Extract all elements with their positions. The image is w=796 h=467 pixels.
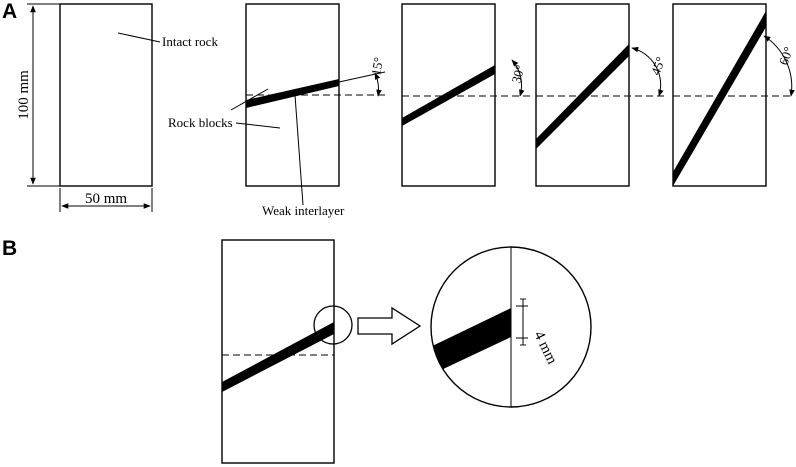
height-dimension-label: 100 mm (16, 70, 32, 120)
detail-circle-marker (313, 305, 353, 345)
magnified-weak-interlayer (431, 308, 511, 380)
angle-arc-60 (763, 35, 795, 97)
specimen-15deg: 15° Rock blocks Weak interlayer (168, 3, 386, 218)
rock-blocks-label: Rock blocks (168, 115, 233, 130)
angle-label-15: 15° (368, 56, 386, 77)
angle-arc-30 (511, 59, 525, 97)
intact-rock-specimen (59, 3, 153, 187)
weak-interlayer-60 (673, 11, 766, 186)
angle-label-45: 45° (648, 55, 668, 77)
panel-label-b: B (2, 237, 17, 260)
intact-rock-leader (117, 32, 161, 43)
intact-rock-label: Intact rock (162, 34, 218, 49)
specimen-intact: Intact rock 100 mm 50 mm (16, 3, 218, 212)
rock-blocks-leader-1 (230, 88, 269, 111)
rock-blocks-leader-2 (235, 122, 281, 129)
weak-interlayer-15 (246, 79, 339, 108)
panel-b-weak-interlayer (222, 322, 334, 392)
angle-label-60: 60° (776, 45, 796, 67)
weak-interlayer-label: Weak interlayer (262, 203, 345, 218)
weak-interlayer-leader (294, 94, 304, 206)
panel-b-specimen-outline (221, 239, 335, 464)
angle-arc-45 (631, 46, 664, 97)
panel-label-a: A (2, 0, 17, 23)
width-dimension-label: 50 mm (85, 191, 127, 207)
magnify-arrow (357, 306, 422, 346)
weak-interlayer-45 (536, 44, 629, 149)
angle-label-30: 30° (508, 63, 527, 84)
panel-b-specimen (221, 239, 353, 464)
magnified-detail: 4 mm (430, 246, 592, 408)
specimen-45deg: 45° (535, 3, 668, 187)
weak-interlayer-30 (402, 65, 495, 126)
specimen-60deg: 60° (672, 3, 796, 187)
angle-arc-15 (374, 72, 382, 97)
specimen-30deg: 30° (401, 3, 530, 187)
